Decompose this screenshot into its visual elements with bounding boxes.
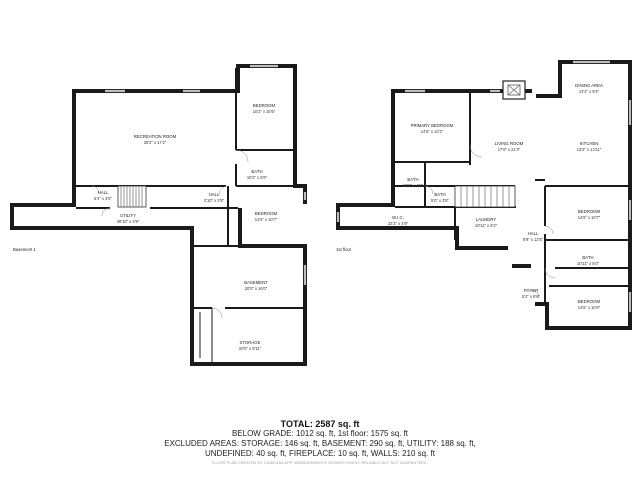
area-line: EXCLUDED AREAS: STORAGE: 146 sq. ft, BAS… bbox=[164, 439, 476, 448]
room-name: W.I.C. bbox=[392, 215, 404, 220]
room-dimensions: 14'6" x 13'2" bbox=[421, 129, 444, 134]
first-floor-plan bbox=[336, 60, 632, 330]
basement-stairs bbox=[117, 185, 147, 208]
basement-floor-plan bbox=[10, 64, 307, 366]
room-name: BEDROOM bbox=[255, 211, 278, 216]
room-name: LIVING ROOM bbox=[495, 141, 524, 146]
room-name: RECREATION ROOM bbox=[134, 134, 177, 139]
room-name: HALL bbox=[98, 190, 109, 195]
room-dimensions: 13'2" x 9'4" bbox=[579, 89, 600, 94]
fireplace bbox=[502, 80, 526, 100]
room-dimensions: 10'8" x 4'8" bbox=[403, 183, 424, 188]
room-name: PRIMARY BEDROOM bbox=[411, 123, 454, 128]
room-dimensions: 5'4" x 3'8" bbox=[94, 196, 112, 201]
room-name: HALL bbox=[528, 231, 539, 236]
room-dimensions: 10'2" x 5'8" bbox=[247, 175, 268, 180]
room-dimensions: 8'9" x 12'5" bbox=[523, 237, 544, 242]
room-dimensions: 17'0" x 21'3" bbox=[498, 147, 521, 152]
room-name: BATH bbox=[407, 177, 418, 182]
room-name: BEDROOM bbox=[578, 299, 601, 304]
room-dimensions: 14'6" x 10'6" bbox=[578, 305, 601, 310]
room-dimensions: 3'10" x 3'8" bbox=[204, 198, 225, 203]
room-dimensions: 14'6" x 10'7" bbox=[578, 215, 601, 220]
room-name: KITCHEN bbox=[580, 141, 599, 146]
room-dimensions: 22'2" x 4'9" bbox=[388, 221, 409, 226]
floor-label: 1st floor bbox=[336, 247, 352, 252]
area-line: UNDEFINED: 40 sq. ft, FIREPLACE: 10 sq. … bbox=[204, 449, 435, 458]
room-dimensions: 20'0" x 9'11" bbox=[239, 346, 262, 351]
room-name: STORAGE bbox=[240, 340, 261, 345]
room-name: FOYER bbox=[524, 288, 539, 293]
room-dimensions: 5'0" x 3'8" bbox=[431, 198, 449, 203]
area-summary: TOTAL: 2587 sq. ft BELOW GRADE: 1012 sq.… bbox=[0, 419, 640, 467]
room-name: UTILITY bbox=[120, 213, 136, 218]
room-name: BASEMENT bbox=[244, 280, 268, 285]
room-dimensions: 38'10" x 4'9" bbox=[117, 219, 140, 224]
room-dimensions: 13'2" x 12'11" bbox=[577, 147, 602, 152]
room-name: HALL bbox=[209, 192, 220, 197]
room-dimensions: 5'2" x 6'8" bbox=[522, 294, 540, 299]
room-dimensions: 20'0" x 16'0" bbox=[245, 286, 268, 291]
room-name: BATH bbox=[582, 255, 593, 260]
room-dimensions: 10'2" x 16'5" bbox=[253, 109, 276, 114]
disclaimer: FLOOR PLAN CREATED BY CUBICASA APP. MEAS… bbox=[212, 461, 428, 465]
floor-label: Basement 1 bbox=[13, 247, 37, 252]
room-dimensions: 10'11" x 5'0" bbox=[577, 261, 600, 266]
room-name: BATH bbox=[434, 192, 445, 197]
room-name: BEDROOM bbox=[253, 103, 276, 108]
room-name: BATH bbox=[251, 169, 262, 174]
first-floor-stairs bbox=[454, 185, 516, 208]
area-line: BELOW GRADE: 1012 sq. ft, 1st floor: 157… bbox=[231, 429, 409, 438]
room-dimensions: 30'2" x 17'2" bbox=[144, 140, 167, 145]
total-area: TOTAL: 2587 sq. ft bbox=[280, 419, 360, 429]
room-labels: RECREATION ROOM 30'2" x 17'2" BEDROOM 10… bbox=[13, 83, 603, 351]
room-name: BEDROOM bbox=[578, 209, 601, 214]
room-dimensions: 10'11" x 6'2" bbox=[475, 223, 498, 228]
room-name: DINING AREA bbox=[575, 83, 603, 88]
room-dimensions: 14'6" x 10'7" bbox=[255, 217, 278, 222]
basement-interior bbox=[14, 68, 303, 362]
room-name: LAUNDRY bbox=[476, 217, 497, 222]
